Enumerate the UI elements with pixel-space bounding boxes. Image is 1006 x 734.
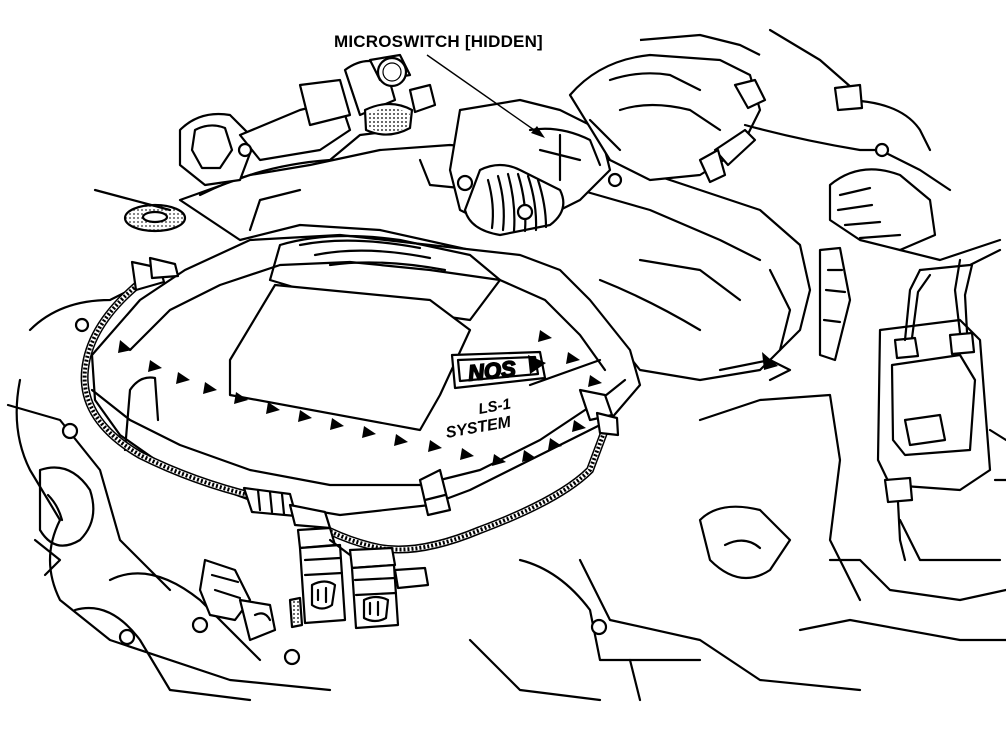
wiring-harness <box>820 85 1000 360</box>
nos-logo-text: NOS <box>467 356 517 386</box>
microswitch-callout-label: MICROSWITCH [HIDDEN] <box>334 32 543 52</box>
nozzle-ring <box>95 190 185 231</box>
bracket <box>200 560 275 640</box>
relay-module <box>878 250 1000 560</box>
